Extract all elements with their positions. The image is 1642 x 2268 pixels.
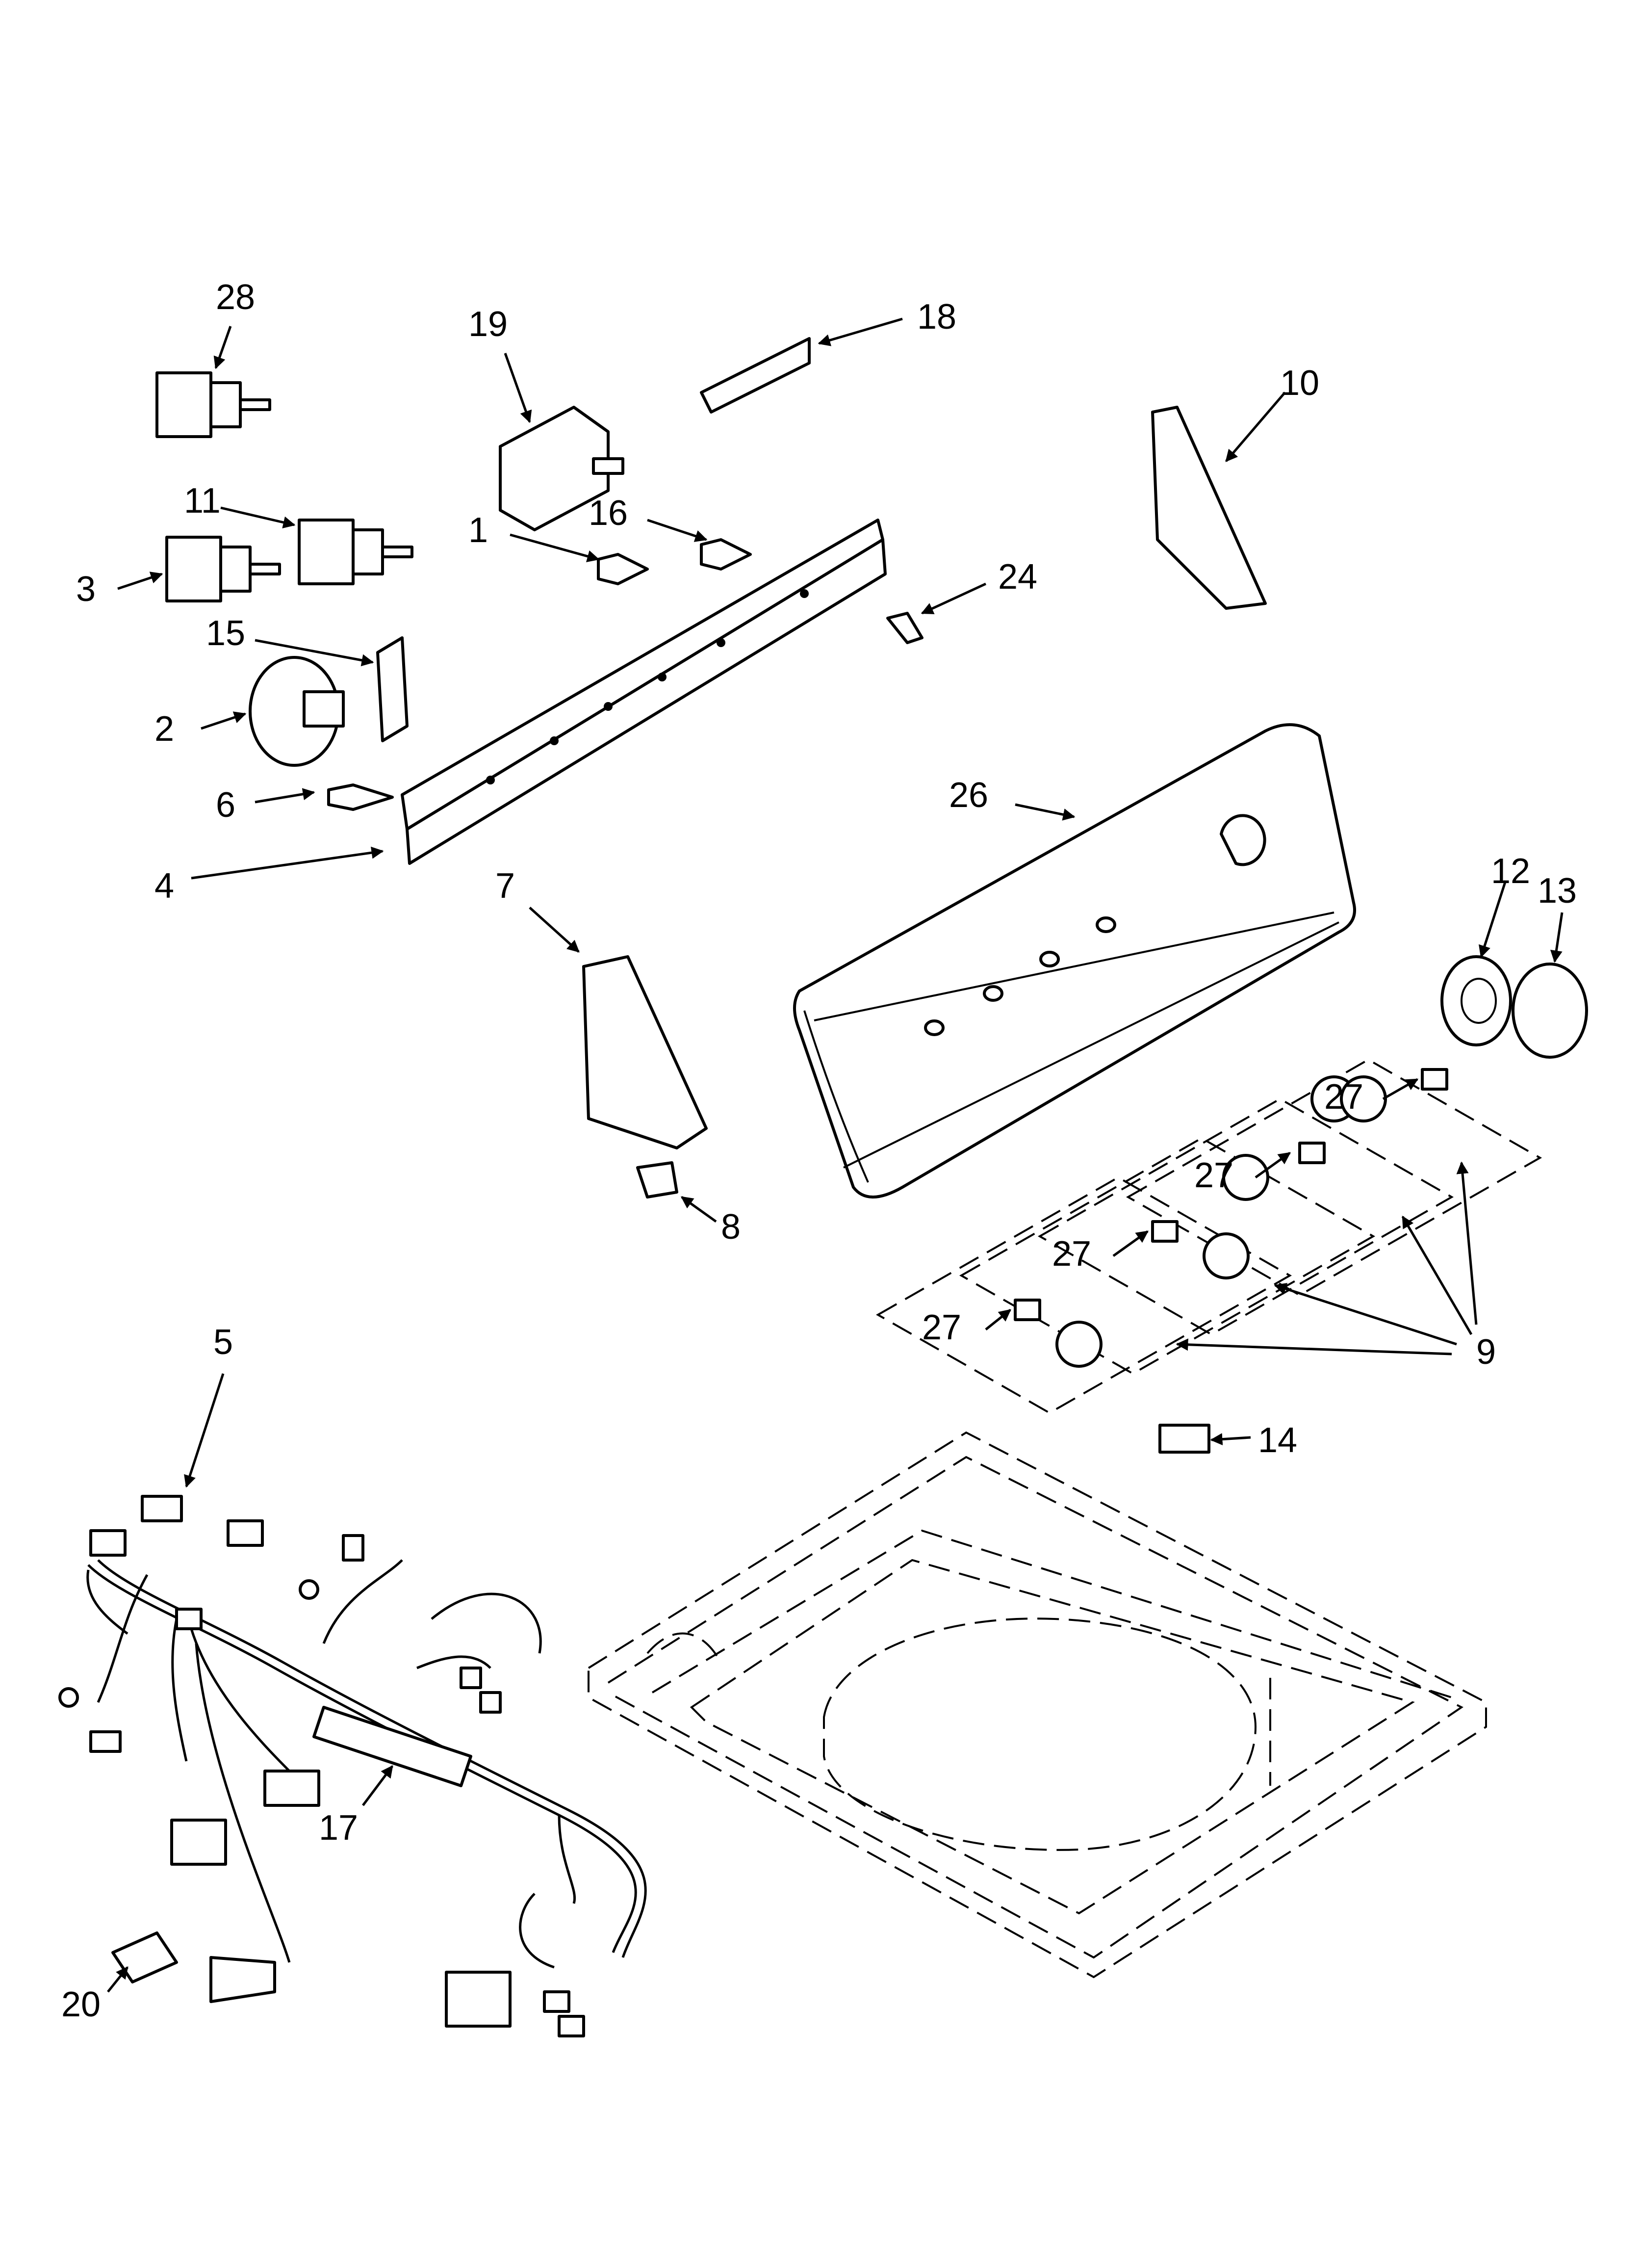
knobs-9 <box>1055 1075 1387 1368</box>
callout-27-d: 27 <box>922 1308 961 1347</box>
callout-3: 3 <box>76 570 96 609</box>
callout-14: 14 <box>1258 1421 1297 1460</box>
part-endcap-7 <box>582 955 708 1149</box>
part-clip-8 <box>636 1161 678 1199</box>
leader-lines <box>107 317 1564 1993</box>
knob-shafts-27 <box>1014 1068 1448 1321</box>
top-cover-outline <box>588 1431 1487 1979</box>
part-clip-15 <box>376 636 409 742</box>
callout-2: 2 <box>154 709 174 749</box>
part-bracket-18 <box>700 337 811 414</box>
part-switch-11 <box>298 519 413 585</box>
part-module-19 <box>499 406 624 531</box>
part-switch-28 <box>155 371 271 438</box>
callout-7: 7 <box>495 866 515 906</box>
callout-13: 13 <box>1538 871 1577 911</box>
callout-27-a: 27 <box>1324 1077 1363 1117</box>
callout-9: 9 <box>1476 1332 1496 1372</box>
part-knob-13 <box>1512 963 1588 1059</box>
control-panel-bracket <box>401 519 887 865</box>
callout-17: 17 <box>319 1808 358 1848</box>
callout-24: 24 <box>998 557 1037 597</box>
callout-4: 4 <box>154 866 174 906</box>
part-screw-1 <box>597 553 649 585</box>
callout-labels: 1 2 3 4 5 6 7 8 9 10 11 12 13 14 15 16 1… <box>61 278 1577 2024</box>
callout-12: 12 <box>1491 852 1530 891</box>
console-panel <box>793 723 1356 1199</box>
callout-6: 6 <box>216 785 235 825</box>
part-timer-2 <box>249 656 345 767</box>
callout-10: 10 <box>1280 364 1319 403</box>
callout-27-b: 27 <box>1194 1156 1233 1195</box>
callout-26: 26 <box>949 776 988 815</box>
part-badge-14 <box>1158 1424 1210 1454</box>
callout-8: 8 <box>721 1207 741 1247</box>
part-screw-6 <box>327 783 394 811</box>
callout-11: 11 <box>184 481 221 521</box>
callout-28: 28 <box>216 278 255 317</box>
callout-27-c: 27 <box>1052 1234 1091 1274</box>
callout-19: 19 <box>468 305 508 344</box>
part-screw-16 <box>700 538 752 571</box>
callout-15: 15 <box>206 614 245 653</box>
wire-harness <box>58 1495 647 2037</box>
part-switch-3 <box>165 536 281 602</box>
part-screw-24 <box>886 612 924 644</box>
callout-18: 18 <box>917 297 956 337</box>
callout-16: 16 <box>589 494 628 533</box>
callout-1: 1 <box>468 511 488 550</box>
part-knob-skirt-12 <box>1440 955 1512 1046</box>
part-endcap-10 <box>1151 406 1267 610</box>
callout-5: 5 <box>213 1323 233 1362</box>
callout-20: 20 <box>61 1985 101 2024</box>
